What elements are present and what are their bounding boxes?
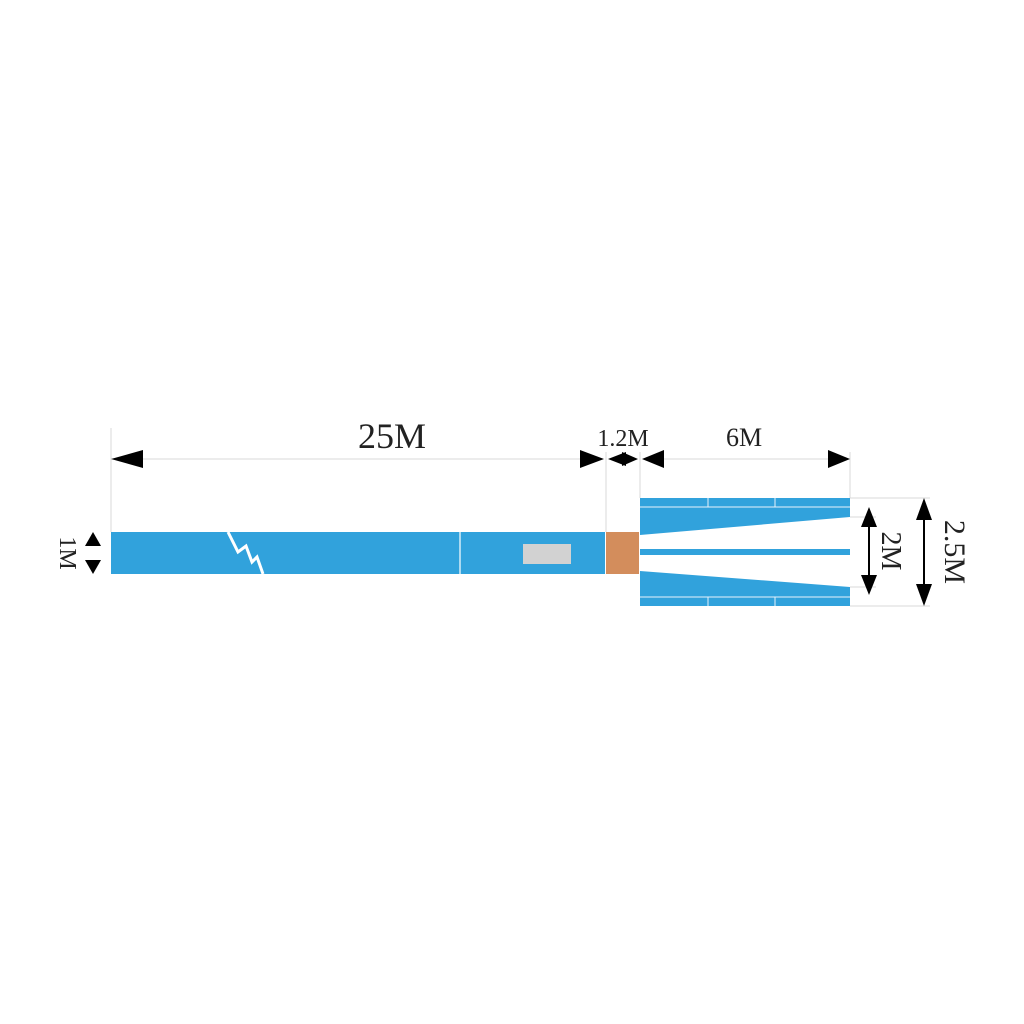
- tail-fins: [640, 498, 850, 606]
- center-stripe: [640, 549, 850, 555]
- label-patch: [523, 544, 571, 564]
- upper-fin: [640, 498, 850, 535]
- label-25m: 25M: [358, 416, 426, 456]
- label-2m: 2M: [875, 532, 906, 571]
- arrow-6m-left: [642, 450, 664, 468]
- arrow-2-5m-up: [916, 498, 932, 520]
- body-segment: [111, 532, 605, 574]
- lower-fin: [640, 571, 850, 606]
- arrow-2m-down: [861, 575, 877, 595]
- arrow-1m-down: [85, 560, 101, 574]
- arrow-25m-right: [580, 450, 604, 468]
- extension-lines: [110, 428, 930, 607]
- windsock-body: [111, 531, 605, 575]
- arrow-2-5m-down: [916, 584, 932, 606]
- vertical-dimension-lines: [868, 520, 925, 584]
- label-1-2m: 1.2M: [597, 426, 648, 452]
- label-1m: 1M: [54, 536, 80, 569]
- break-mark: [226, 531, 265, 575]
- arrow-1-2m-right: [622, 452, 638, 466]
- arrow-6m-right: [828, 450, 850, 468]
- arrow-1-2m-left: [608, 452, 626, 466]
- arrow-25m-left: [111, 450, 143, 468]
- shroud-segment: [606, 532, 639, 574]
- label-2-5m: 2.5M: [938, 520, 971, 584]
- label-6m: 6M: [726, 423, 762, 452]
- arrow-2m-up: [861, 507, 877, 527]
- arrowheads: [85, 450, 932, 606]
- arrow-1m-up: [85, 532, 101, 546]
